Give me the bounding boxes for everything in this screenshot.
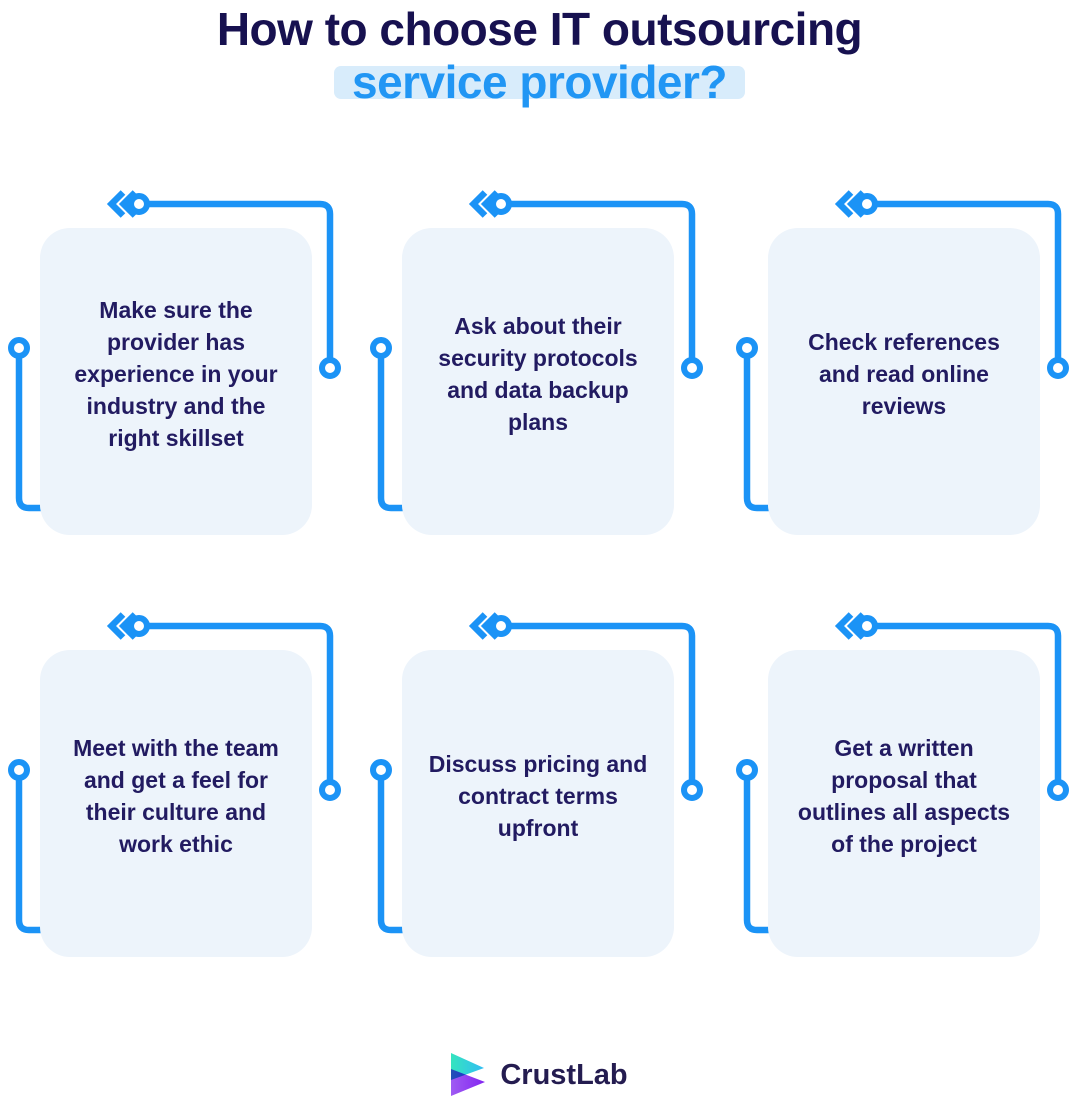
step-text: Discuss pricing and contract terms upfro… [428, 750, 648, 841]
step-cell-3: Check references and read online reviews [736, 185, 1079, 537]
connector-left-line [15, 770, 212, 934]
step-text: Meet with the team and get a feel for th… [73, 734, 279, 857]
brand-footer: CrustLab [0, 1053, 1079, 1097]
step-text: Get a written proposal that outlines all… [797, 734, 1011, 857]
connector-top-line [139, 622, 334, 790]
step-cell-4: Meet with the team and get a feel for th… [8, 607, 352, 959]
title-line-1: How to choose IT outsourcing [216, 3, 863, 55]
connector-top-line [867, 200, 1062, 368]
connector-left-line [15, 348, 212, 512]
step-text: Make sure the provider has experience in… [74, 296, 278, 451]
step-text: Check references and read online reviews [808, 328, 1000, 419]
step-cell-2: Ask about their security protocols and d… [370, 185, 714, 537]
step-cell-1: Make sure the provider has experience in… [8, 185, 352, 537]
step-cell-5: Discuss pricing and contract terms upfro… [370, 607, 714, 959]
title-highlight: service provider? [333, 56, 746, 108]
step-cell-6: Get a written proposal that outlines all… [736, 607, 1079, 959]
step-text: Ask about their security protocols and d… [438, 312, 638, 435]
brand-name: CrustLab [500, 1058, 628, 1091]
step-card: Discuss pricing and contract terms upfro… [402, 650, 674, 957]
step-card: Check references and read online reviews [768, 228, 1040, 535]
connector-top-line [867, 622, 1062, 790]
step-card: Ask about their security protocols and d… [402, 228, 674, 535]
cards-grid: Make sure the provider has experience in… [8, 185, 1079, 975]
page-title: How to choose IT outsourcing service pro… [0, 0, 1079, 120]
title-line-2: service provider? [0, 56, 1079, 120]
step-card: Make sure the provider has experience in… [40, 228, 312, 535]
connector-left-line [743, 348, 940, 512]
step-card: Get a written proposal that outlines all… [768, 650, 1040, 957]
connector-left-line [377, 770, 574, 934]
step-card: Meet with the team and get a feel for th… [40, 650, 312, 957]
crustlab-logo-icon [451, 1053, 486, 1096]
connector-top-line [139, 200, 334, 368]
connector-top-line [501, 200, 696, 368]
ring-dot-icon [736, 615, 1069, 941]
connector-left-line [377, 348, 574, 512]
connector-top-line [501, 622, 696, 790]
connector-left-line [743, 770, 940, 934]
